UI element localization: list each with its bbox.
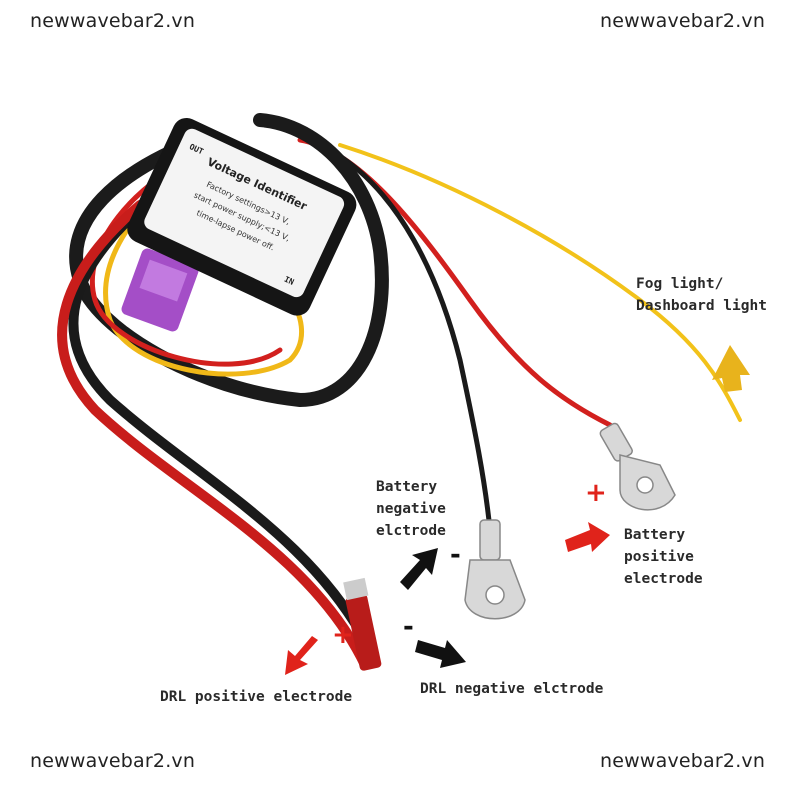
black-loop-outer: [69, 113, 389, 408]
plus-sign-drl: +: [332, 620, 354, 650]
black-arrow-battery-icon: [400, 548, 438, 590]
watermark-top-left: newwavebar2.vn: [30, 10, 196, 32]
black-arrow-drl-icon: [415, 640, 466, 668]
watermark-top-right: newwavebar2.vn: [600, 10, 766, 32]
drl-black-wire: [68, 195, 380, 665]
module-in-label: IN: [283, 275, 296, 287]
minus-sign-drl: -: [403, 612, 414, 642]
watermark-bottom-right: newwavebar2.vn: [600, 750, 766, 772]
label-fog-light: Fog light/Dashboard light: [636, 276, 767, 314]
voltage-identifier-module: Voltage Identifier Factory settings>13 V…: [127, 117, 357, 316]
drl-red-wire: [57, 200, 370, 670]
minus-sign-battery: -: [450, 540, 461, 570]
red-arrow-battery-icon: [565, 522, 610, 552]
red-arrow-drl-icon: [285, 636, 318, 675]
label-drl-positive: DRL positive electrode: [160, 689, 353, 705]
fuse: [121, 248, 199, 332]
battery-negative-terminal: [464, 519, 526, 620]
drl-connector-sleeve: [343, 577, 382, 671]
battery-positive-terminal: [599, 422, 676, 511]
black-wire-battery: [327, 147, 493, 533]
yellow-arrow-icon: [712, 345, 750, 392]
watermark-bottom-left: newwavebar2.vn: [30, 750, 196, 772]
plus-sign-battery: +: [585, 478, 607, 508]
label-drl-negative: DRL negative elctrode: [420, 681, 604, 697]
